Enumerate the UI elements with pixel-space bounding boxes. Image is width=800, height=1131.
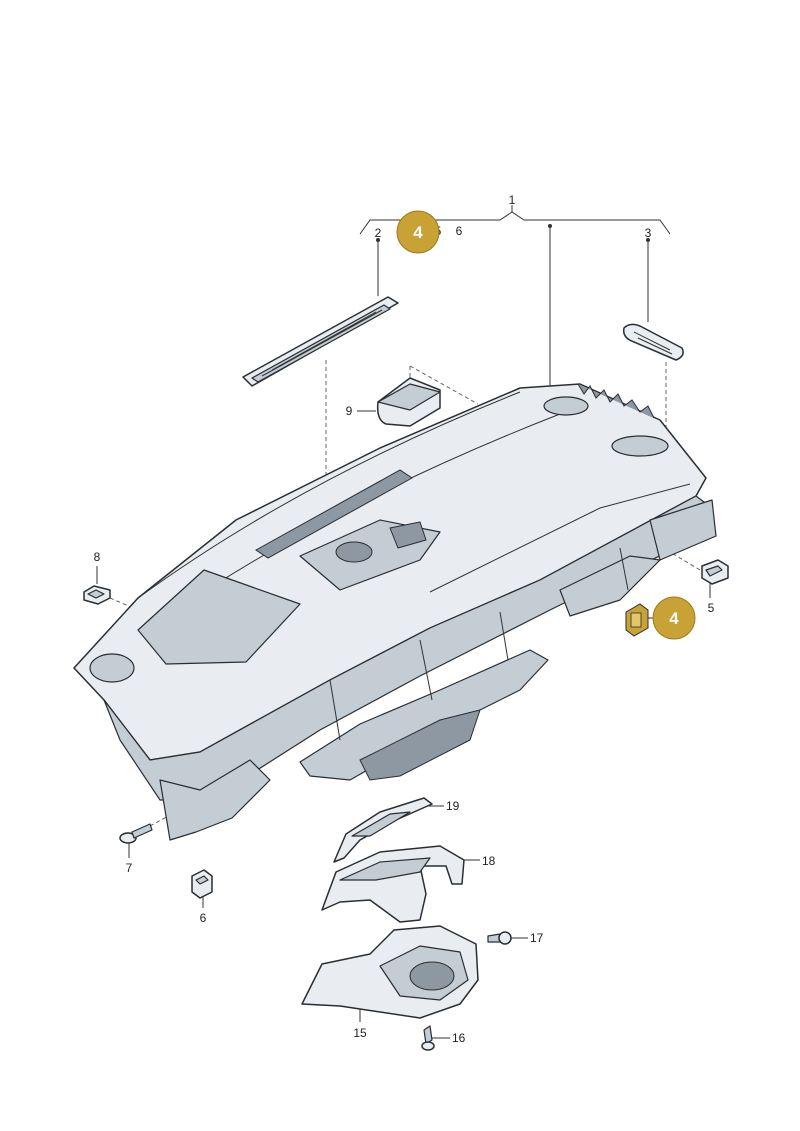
label-19: 19	[446, 799, 460, 813]
right-vent-grille	[622, 323, 684, 361]
label-18: 18	[482, 854, 496, 868]
cover-block	[376, 377, 441, 427]
badge-right: 4	[652, 596, 696, 640]
label-8: 8	[94, 550, 101, 564]
screw-17	[487, 931, 512, 945]
label-9: 9	[346, 404, 353, 418]
assembly-bracket	[359, 205, 671, 386]
label-15: 15	[353, 1026, 367, 1040]
steering-column-cover-upper	[321, 845, 465, 923]
label-6-top: 6	[456, 224, 463, 238]
dashboard-main-body	[73, 383, 717, 841]
badge-top-text: 4	[413, 223, 423, 242]
callout-labels: 1 2 5 6 3 9 8 5 7 6 19 18 17 15 16	[94, 193, 715, 1045]
leader-lines	[96, 238, 711, 1039]
steering-column-trim-upper	[333, 797, 433, 863]
label-17: 17	[530, 931, 544, 945]
nut-clip-6	[191, 869, 213, 899]
screw-16	[421, 1025, 435, 1051]
badge-right-text: 4	[669, 609, 679, 628]
label-7: 7	[126, 861, 133, 875]
label-3: 3	[645, 226, 652, 240]
label-2: 2	[375, 226, 382, 240]
clip-right	[701, 559, 729, 585]
highlighted-clip-part-4	[625, 603, 649, 637]
center-vent-grille	[242, 296, 399, 387]
label-16: 16	[452, 1031, 466, 1045]
label-1: 1	[509, 193, 516, 207]
clip-left	[83, 585, 111, 605]
bolt-7	[119, 823, 153, 844]
badge-top: 4	[396, 210, 440, 254]
label-6: 6	[200, 911, 207, 925]
label-5: 5	[708, 601, 715, 615]
steering-column-cover-lower	[301, 925, 479, 1019]
